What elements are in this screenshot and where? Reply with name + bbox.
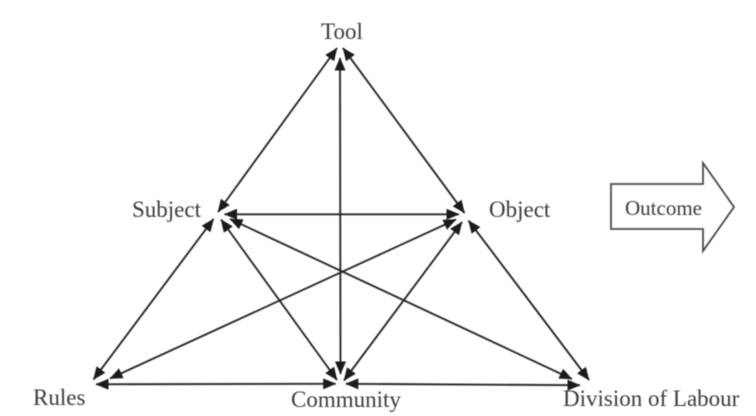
svg-text:Division of Labour: Division of Labour — [563, 386, 740, 411]
svg-text:Object: Object — [489, 197, 551, 222]
svg-text:Rules: Rules — [33, 385, 85, 410]
svg-text:Outcome: Outcome — [625, 196, 702, 220]
svg-text:Tool: Tool — [321, 19, 363, 44]
svg-text:Community: Community — [291, 387, 401, 412]
svg-text:Subject: Subject — [132, 197, 202, 222]
